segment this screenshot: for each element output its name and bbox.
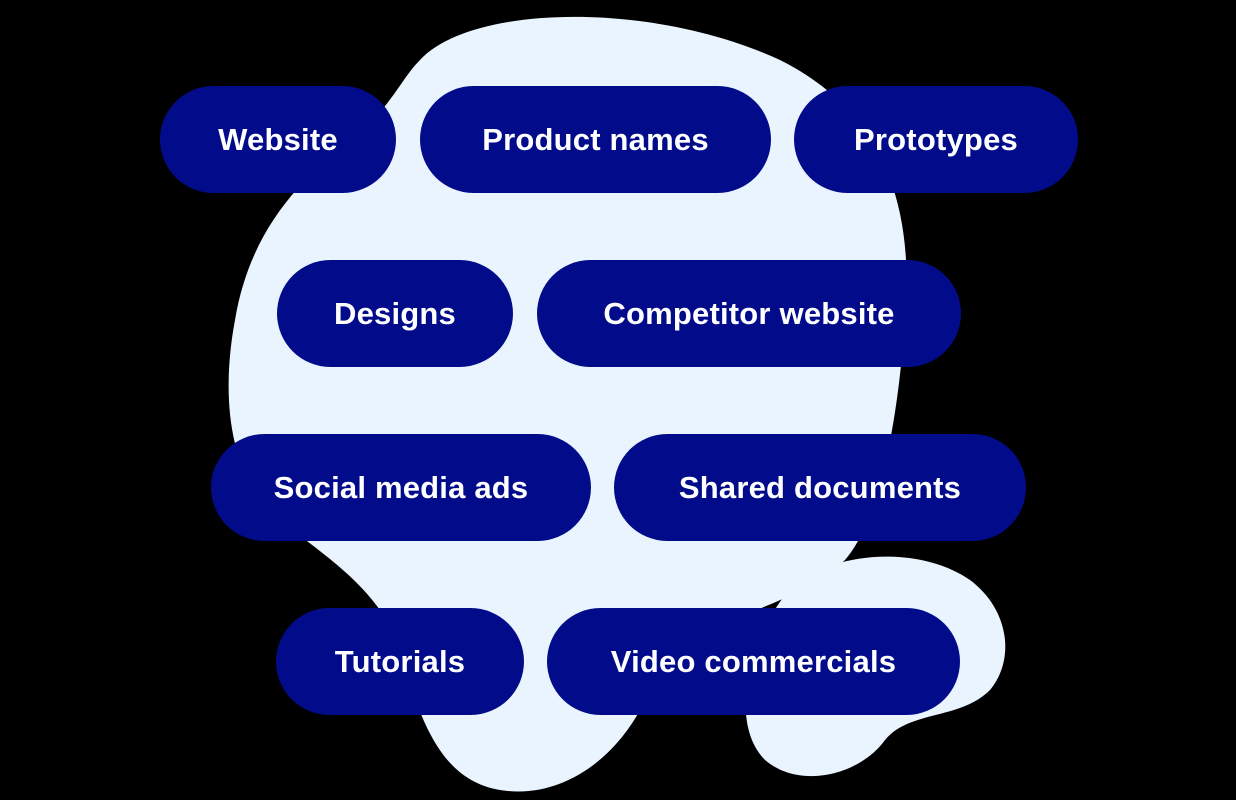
tag-designs[interactable]: Designs <box>277 260 513 367</box>
tag-website[interactable]: Website <box>160 86 396 193</box>
main-blob <box>228 16 907 792</box>
tag-video-commercials[interactable]: Video commercials <box>547 608 960 715</box>
tag-product-names[interactable]: Product names <box>420 86 771 193</box>
tag-shared-documents[interactable]: Shared documents <box>614 434 1026 541</box>
tag-tutorials[interactable]: Tutorials <box>276 608 524 715</box>
tag-competitor-website[interactable]: Competitor website <box>537 260 961 367</box>
tag-prototypes[interactable]: Prototypes <box>794 86 1078 193</box>
tag-social-media-ads[interactable]: Social media ads <box>211 434 591 541</box>
